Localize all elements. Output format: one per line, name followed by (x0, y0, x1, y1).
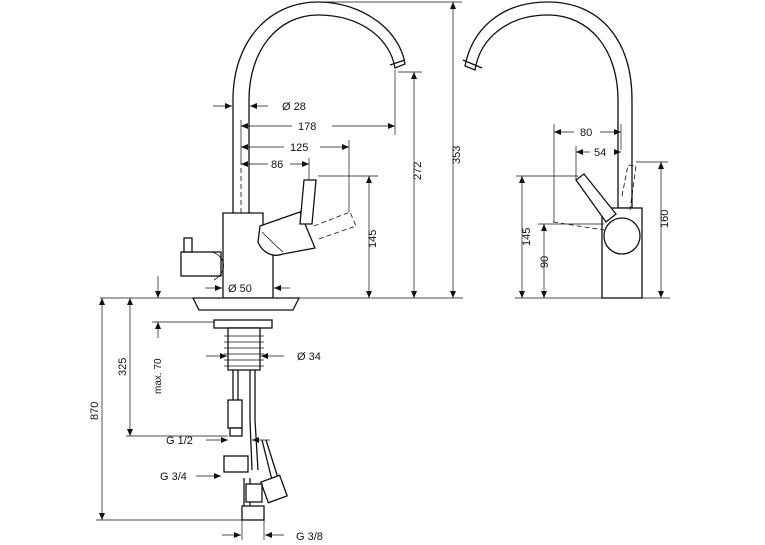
lever-handle (299, 179, 317, 225)
installation-view: 870 325 max. 70 Ø 34 G 1/ (89, 298, 323, 543)
dim-text-body-diameter: Ø 50 (228, 283, 252, 295)
hose-fitting-mid (245, 483, 263, 503)
dim-text-side-145: 145 (521, 228, 533, 246)
hose-fitting-right (260, 474, 288, 504)
dim-thread-three-eighth: G 3/8 (222, 520, 323, 543)
mounting-plate (213, 319, 273, 329)
dim-spout-diameter: Ø 28 (213, 101, 306, 113)
dim-side-lever-depth-54: 54 (575, 145, 621, 180)
dim-thread-half: G 1/2 (166, 435, 270, 447)
dim-text-lever-reach: 125 (290, 142, 308, 154)
dim-text-spout-height: 272 (412, 162, 424, 180)
dim-side-lever-depth-80: 80 (553, 124, 622, 222)
dim-text-side-80: 80 (580, 127, 592, 139)
dim-text-side-54: 54 (594, 147, 606, 159)
front-view: Ø 28 178 125 86 (100, 1, 463, 311)
dim-body-diameter: Ø 50 (205, 283, 290, 295)
dim-reach: 178 (240, 70, 396, 160)
side-lever-dashed-sweep (552, 221, 605, 231)
dim-lever-reach: 125 (241, 140, 350, 212)
side-lever (575, 173, 617, 223)
side-knob-stem (183, 237, 193, 253)
side-lever-alt (621, 164, 637, 211)
dim-lever-height: 145 (318, 175, 379, 298)
dim-text-thread-half: G 1/2 (166, 435, 193, 447)
spout (232, 1, 406, 213)
connector-g34 (223, 455, 249, 473)
hose-lower-right (261, 439, 279, 481)
dim-side-body-height: 160 (636, 161, 671, 298)
hose-right (249, 370, 256, 420)
dim-shank-length: 325 (117, 298, 133, 436)
dim-total-height: 353 (320, 1, 463, 298)
dim-text-reach: 178 (298, 121, 316, 133)
dim-thread-three-quarter: G 3/4 (160, 471, 221, 483)
dim-max-counter: max. 70 (153, 322, 164, 394)
dim-text-thread-three-quarter: G 3/4 (160, 471, 187, 483)
spout-outlet (389, 59, 406, 66)
dim-text-lever-height: 145 (367, 230, 379, 248)
side-pivot-disc (603, 217, 641, 255)
side-view: 80 54 145 90 (462, 1, 671, 299)
lever-open-position (313, 211, 357, 241)
dim-text-lever-offset: 86 (271, 159, 283, 171)
hose-fitting-upper (227, 399, 243, 429)
hose-lower-left (249, 419, 259, 471)
side-spout-outlet (462, 59, 483, 69)
dim-side-lever-height: 145 (516, 175, 578, 298)
dim-text-shank-length: 325 (117, 358, 129, 376)
base-plate (191, 297, 301, 311)
dim-hose-length: 870 (89, 298, 105, 520)
dim-text-total-height: 353 (451, 146, 463, 164)
dim-lever-offset: 86 (241, 157, 310, 180)
side-knob (180, 251, 222, 277)
dim-text-thread-three-eighth: G 3/8 (296, 531, 323, 543)
dim-text-side-90: 90 (539, 256, 551, 268)
dim-text-shank-diameter: Ø 34 (297, 351, 321, 363)
threaded-shank (227, 327, 261, 371)
hose-left (232, 370, 239, 400)
connector-g38 (241, 505, 265, 521)
dim-shank-diameter: Ø 34 (206, 351, 321, 363)
dim-text-side-160: 160 (659, 210, 671, 228)
dim-knob-height (155, 276, 161, 298)
lever-block-groove (261, 231, 284, 253)
shank-threads (224, 335, 264, 367)
dim-text-max-counter: max. 70 (153, 358, 164, 394)
dim-spout-height: 272 (398, 71, 424, 298)
side-spout (464, 1, 633, 209)
hose-fitting-upper-nut (229, 427, 243, 437)
dim-text-hose-length: 870 (89, 402, 101, 420)
side-knob-curve (211, 251, 224, 281)
dim-text-spout-diameter: Ø 28 (282, 101, 306, 113)
dim-side-pivot-height: 90 (538, 223, 604, 298)
